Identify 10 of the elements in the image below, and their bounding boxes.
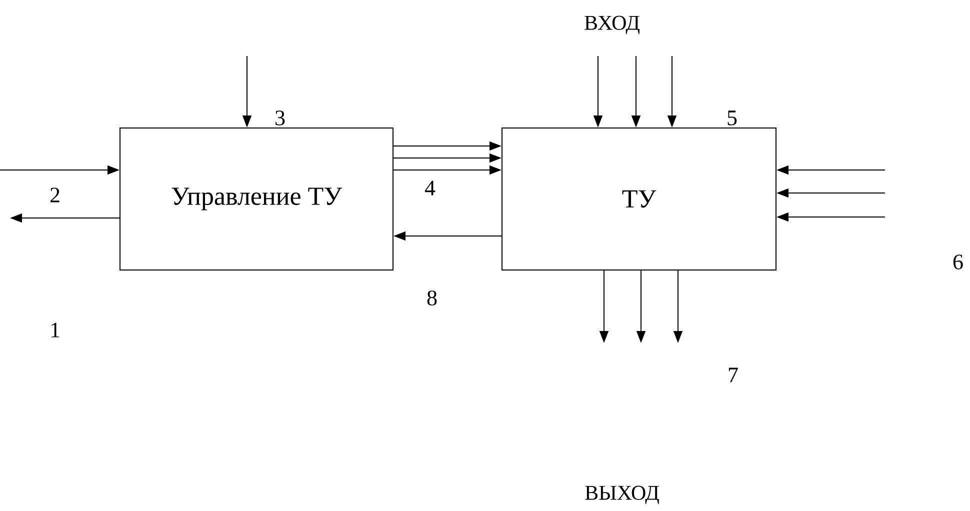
signal-label: ВЫХОД [585,486,659,504]
block-box: Управление ТУ [120,128,394,270]
block-box: ТУ [502,128,776,270]
callout-number: 8 [427,290,437,306]
callout-number: 4 [424,180,436,196]
callout-number: 6 [953,254,963,270]
callout-number: 7 [728,368,738,382]
callout-number: 1 [51,322,60,338]
signal-label: ВХОД [584,16,640,34]
callout-number: 2 [50,188,60,202]
